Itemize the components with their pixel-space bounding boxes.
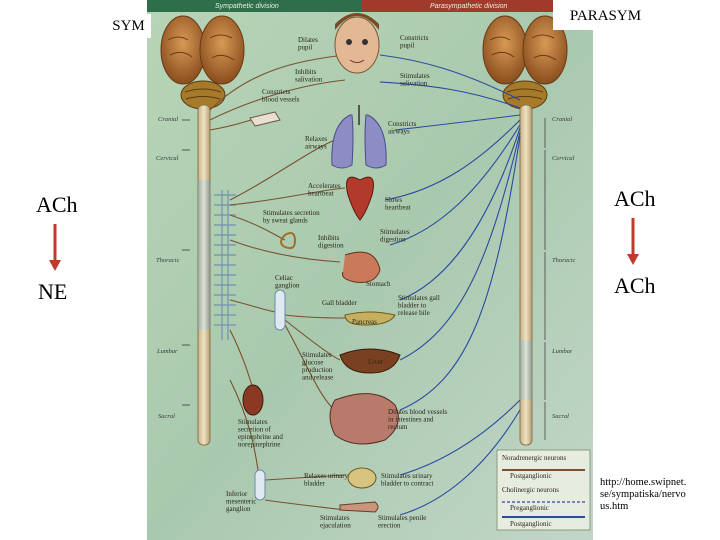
region-left-cervical: Cervical bbox=[156, 155, 179, 162]
region-right-lumbar: Lumbar bbox=[551, 348, 573, 355]
label-line: Stomach bbox=[366, 280, 391, 288]
label-line: digestion bbox=[380, 236, 406, 244]
label-line: ejaculation bbox=[320, 522, 351, 530]
label-pancreas: Pancreas bbox=[352, 318, 377, 326]
region-left-thoracic: Thoracic bbox=[156, 257, 180, 264]
label-line: norepinephrine bbox=[238, 441, 280, 449]
left-arrow-icon bbox=[48, 224, 62, 277]
right-ach-top-label: ACh bbox=[614, 186, 656, 212]
label-line: airways bbox=[388, 128, 410, 136]
label-line: salivation bbox=[400, 80, 428, 88]
label-line: salivation bbox=[295, 76, 323, 84]
legend-noradrenergic-post: Postganglionic bbox=[510, 472, 552, 480]
label-line: blood vessels bbox=[262, 96, 300, 104]
legend-box: Noradrenergic neurons Postganglionic Cho… bbox=[497, 450, 590, 530]
region-right-cervical: Cervical bbox=[552, 155, 575, 162]
head-face bbox=[335, 13, 379, 73]
region-right-sacral: Sacral bbox=[552, 413, 569, 420]
label-stimulates-glucose: Stimulatesglucoseproductionand release bbox=[302, 351, 333, 382]
label-line: bladder to contract bbox=[381, 480, 434, 488]
label-relaxes-airways: Relaxesairways bbox=[305, 135, 327, 151]
right-arrow-icon bbox=[626, 218, 640, 271]
sympathetic-division-label: Sympathetic division bbox=[215, 3, 279, 10]
source-url: http://home.swipnet. se/sympatiska/nervo… bbox=[600, 477, 715, 513]
label-line: by sweat glands bbox=[263, 217, 308, 225]
region-right-cranial: Cranial bbox=[552, 116, 572, 123]
label-line: heartbeat bbox=[385, 204, 411, 212]
right-ach-bottom-label: ACh bbox=[614, 273, 656, 299]
legend-cholinergic: Cholinergic neurons bbox=[502, 486, 559, 494]
label-line: digestion bbox=[318, 242, 344, 250]
region-left-cranial: Cranial bbox=[158, 116, 178, 123]
label-line: Liver bbox=[368, 358, 384, 366]
label-stomach: Stomach bbox=[366, 280, 391, 288]
label-line: ganglion bbox=[275, 282, 300, 290]
right-spinal-cord bbox=[520, 105, 532, 445]
parasym-title-box: PARASYM bbox=[553, 0, 658, 30]
label-line: release bile bbox=[398, 309, 430, 317]
legend-preganglionic: Preganglionic bbox=[510, 504, 549, 512]
label-stimulates-ejaculation: Stimulatesejaculation bbox=[320, 514, 351, 530]
adrenal-kidney bbox=[243, 385, 263, 415]
legend-postganglionic: Postganglionic bbox=[510, 520, 552, 528]
label-gall-bladder: Gall bladder bbox=[322, 299, 357, 307]
source-url-line-2: se/sympatiska/nervo bbox=[600, 489, 715, 501]
parasympathetic-division-label: Parasympathetic division bbox=[430, 3, 508, 10]
region-left-lumbar: Lumbar bbox=[156, 348, 178, 355]
legend-noradrenergic: Noradrenergic neurons bbox=[502, 454, 566, 462]
urinary-bladder bbox=[348, 468, 376, 488]
left-spinal-cord bbox=[198, 105, 210, 445]
source-url-line-1: http://home.swipnet. bbox=[600, 477, 715, 489]
label-line: ganglion bbox=[226, 505, 251, 513]
label-line: airways bbox=[305, 143, 327, 151]
source-url-line-3: us.htm bbox=[600, 501, 715, 513]
label-line: and release bbox=[302, 374, 333, 382]
region-right-thoracic: Thoracic bbox=[552, 257, 576, 264]
label-line: Gall bladder bbox=[322, 299, 357, 307]
label-line: rectum bbox=[388, 423, 408, 431]
label-line: heartbeat bbox=[308, 190, 334, 198]
left-ne-label: NE bbox=[38, 279, 67, 305]
left-ach-label: ACh bbox=[36, 192, 78, 218]
parasym-title: PARASYM bbox=[570, 8, 641, 24]
sym-title-box: SYM bbox=[106, 14, 151, 38]
label-liver: Liver bbox=[368, 358, 384, 366]
label-line: Pancreas bbox=[352, 318, 377, 326]
label-line: bladder bbox=[304, 480, 326, 488]
region-left-sacral: Sacral bbox=[158, 413, 175, 420]
sym-title: SYM bbox=[112, 18, 145, 34]
label-line: pupil bbox=[298, 44, 312, 52]
label-line: pupil bbox=[400, 42, 414, 50]
label-line: erection bbox=[378, 522, 401, 530]
